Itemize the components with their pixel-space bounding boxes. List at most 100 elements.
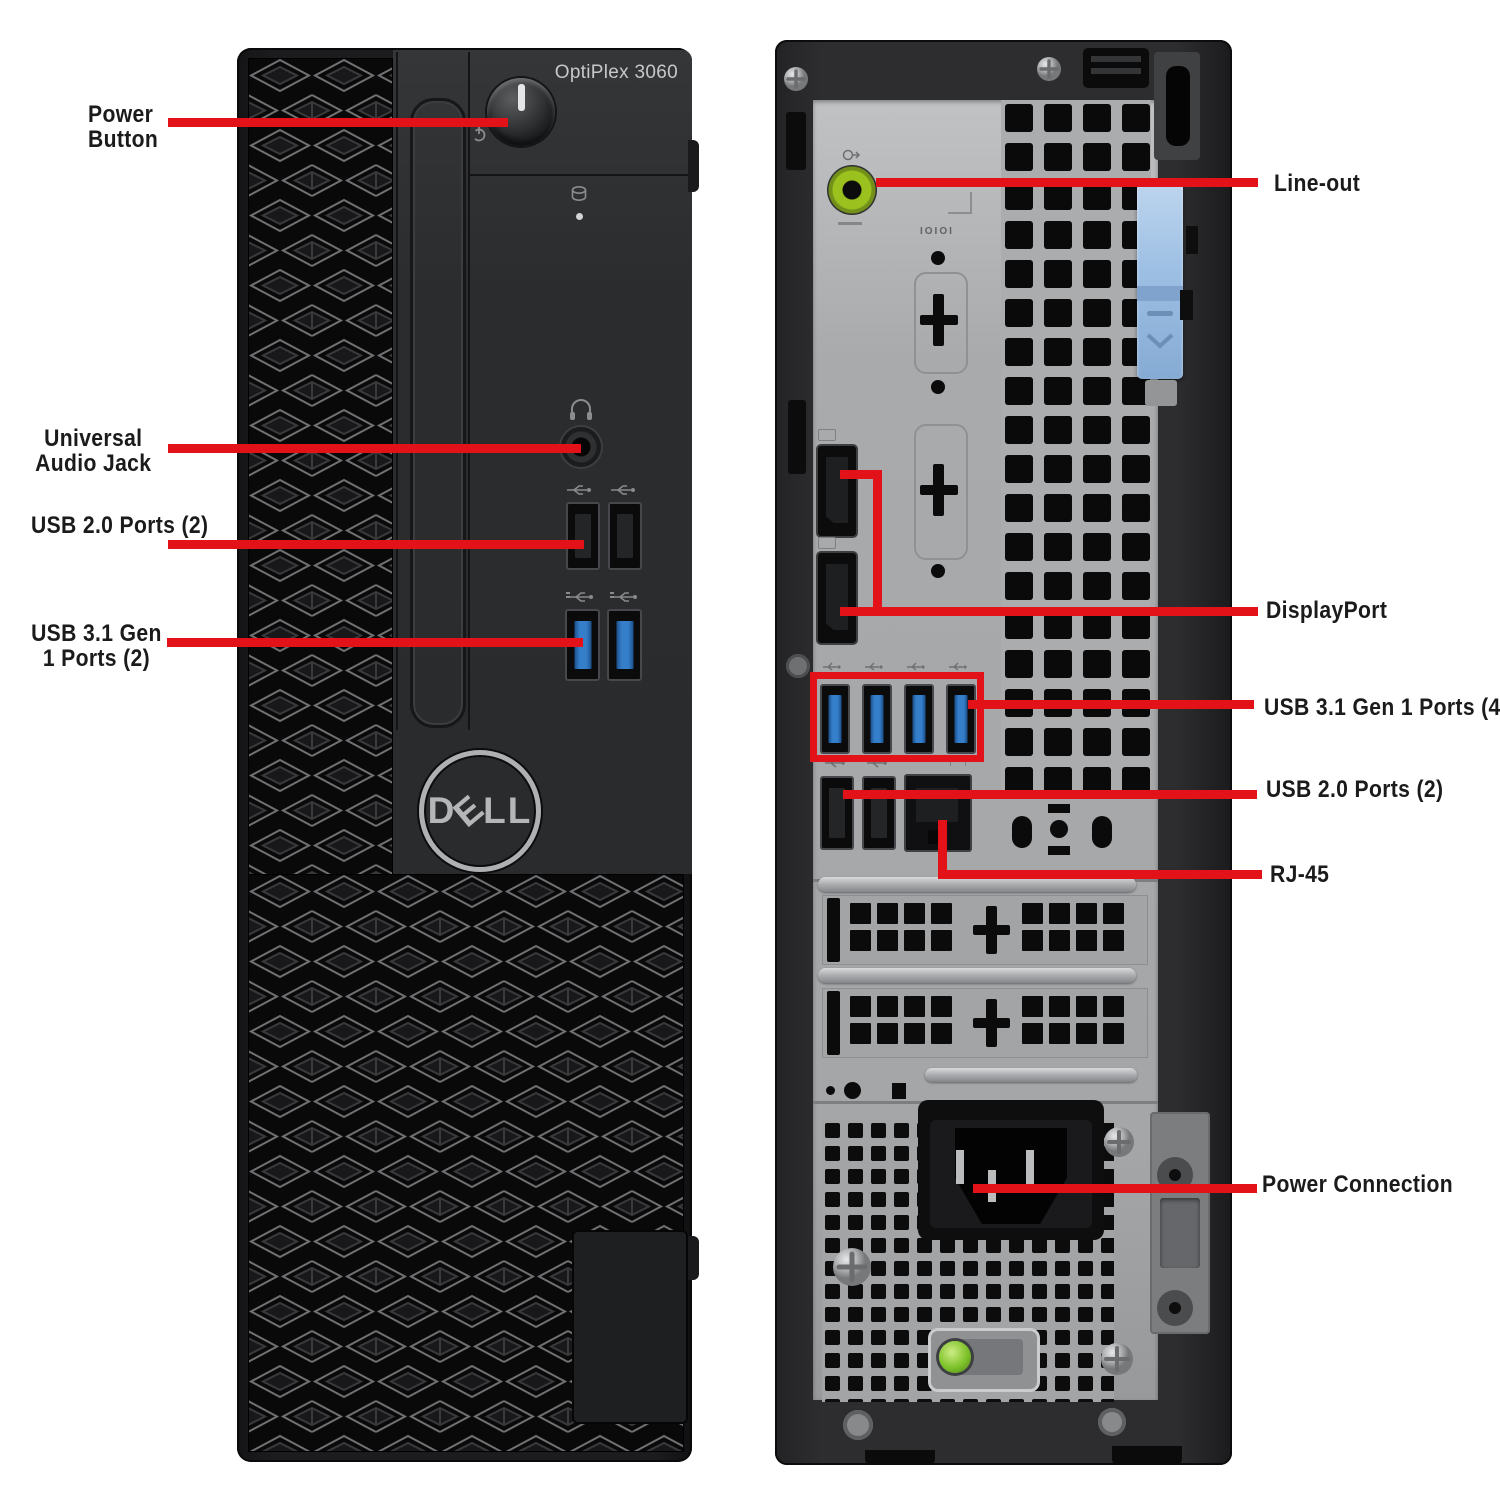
- slot-cover-handle-1: [818, 877, 1136, 892]
- label-power-connection: Power Connection: [1262, 1171, 1454, 1198]
- front-panel-seam: [470, 174, 692, 176]
- psu-status-led: [939, 1341, 971, 1373]
- callout-line-usb31-front: [167, 638, 583, 647]
- odd-bay-seam-right: [468, 52, 470, 730]
- label-line-out: Line-out: [1274, 170, 1361, 197]
- front-side-tab-bottom: [688, 1236, 699, 1280]
- chassis-hole: [892, 1083, 906, 1099]
- front-badge-patch: [572, 1230, 688, 1424]
- odd-bay-seam-left: [396, 52, 398, 730]
- slot-opening-1: [827, 898, 840, 962]
- release-latch: [1137, 183, 1183, 379]
- padlock-slot-icon: [1154, 52, 1200, 160]
- usb3-icon: [566, 592, 593, 602]
- rear-left-notch: [788, 400, 806, 474]
- screw-icon: [1104, 1127, 1134, 1157]
- callout-line-usb31-rear: [968, 700, 1254, 709]
- power-inlet-block: [918, 1100, 1104, 1240]
- label-power-button: Power Button: [88, 101, 159, 153]
- label-rj45: RJ-45: [1270, 861, 1330, 888]
- power-pin: [1026, 1150, 1034, 1184]
- usb2-port-front-2: [608, 502, 642, 570]
- callout-line-power-button: [168, 118, 508, 127]
- usb2-port-front-1: [566, 502, 600, 570]
- callout-line-power-connection: [973, 1184, 1257, 1193]
- screw-icon: [833, 1248, 871, 1286]
- front-side-tab-top: [688, 140, 699, 192]
- slot-plus-hole: [973, 925, 1010, 935]
- label-universal-audio-jack: Universal Audio Jack: [35, 425, 152, 477]
- usb3-port-rear-4: [946, 684, 976, 754]
- dell-letter: L: [507, 790, 533, 831]
- rear-notch: [1186, 226, 1198, 254]
- usb3-icon: [907, 662, 925, 671]
- usb3-icon: [865, 662, 883, 671]
- knockout-plate: [914, 272, 968, 374]
- io-corner-mark: [970, 192, 972, 214]
- power-pin: [956, 1150, 964, 1184]
- power-button-mark: [518, 84, 525, 111]
- mounting-bracket: [1150, 1112, 1210, 1334]
- model-text: OptiPlex 3060: [554, 62, 678, 83]
- front-mesh-left: [248, 58, 393, 876]
- knockout-screw-hole: [931, 251, 945, 265]
- usb3-port-rear-3: [904, 684, 934, 754]
- slot-vent-squares: [850, 903, 952, 951]
- punched-slot: [1048, 804, 1070, 813]
- knockout-plus-hole: [920, 485, 958, 495]
- knockout-plus-hole: [920, 315, 958, 325]
- screw-icon: [1037, 57, 1061, 81]
- slot-cover-handle-2: [818, 968, 1136, 983]
- callout-line-usb2-rear: [843, 790, 1257, 799]
- screw-icon: [1101, 1343, 1133, 1375]
- foot-screw: [1098, 1408, 1126, 1436]
- callout-line-displayport-c: [840, 607, 1258, 616]
- hdd-activity-led: [576, 213, 583, 220]
- callout-box-usb31-rear: [810, 672, 984, 762]
- chassis-foot: [865, 1450, 935, 1465]
- line-out-jack: [827, 165, 877, 215]
- back-vent-grille: [1001, 100, 1151, 796]
- dell-letter: L: [483, 790, 508, 831]
- chassis-foot: [1112, 1446, 1182, 1465]
- displayport-1: [816, 444, 858, 538]
- slot-vent-squares: [850, 996, 952, 1044]
- knockout-plate: [914, 424, 968, 560]
- displayport-icon: [818, 429, 836, 441]
- cover-latch-slot: [1083, 48, 1149, 88]
- psu-led-slot: [928, 1328, 1040, 1392]
- punched-hole: [1050, 820, 1068, 838]
- latch-base-tab: [1145, 380, 1177, 406]
- screw-icon: [784, 67, 808, 91]
- foot-screw: [843, 1410, 873, 1440]
- punched-slot: [1012, 816, 1032, 848]
- callout-line-usb2-front: [168, 540, 584, 549]
- slot-vent-squares: [1022, 903, 1124, 951]
- slot-opening-2: [827, 991, 840, 1055]
- usb2-port-rear-1: [820, 776, 854, 850]
- usb2-icon: [611, 485, 635, 495]
- knockout-screw-hole: [931, 380, 945, 394]
- callout-line-rj45-b: [938, 870, 1262, 879]
- rear-left-notch: [786, 112, 806, 170]
- usb2-port-rear-2: [862, 776, 896, 850]
- usb3-port-front-2: [607, 609, 642, 681]
- rear-notch: [1180, 290, 1193, 320]
- displayport-icon: [818, 537, 836, 549]
- callout-line-displayport-b: [873, 470, 882, 616]
- side-panel-screw: [786, 654, 810, 678]
- label-displayport: DisplayPort: [1266, 597, 1388, 624]
- label-usb2-rear: USB 2.0 Ports (2): [1266, 776, 1444, 803]
- callout-line-line-out: [876, 178, 1258, 187]
- optical-drive-slot: [410, 98, 466, 728]
- usb3-icon: [823, 662, 841, 671]
- callout-line-displayport-a: [840, 470, 882, 479]
- io-tick-mark: [838, 222, 862, 225]
- line-out-icon: [842, 149, 861, 161]
- headphone-icon: [570, 399, 592, 420]
- chassis-hole: [844, 1082, 861, 1099]
- slot-vent-squares: [1022, 996, 1124, 1044]
- hdd-activity-icon: [571, 185, 587, 201]
